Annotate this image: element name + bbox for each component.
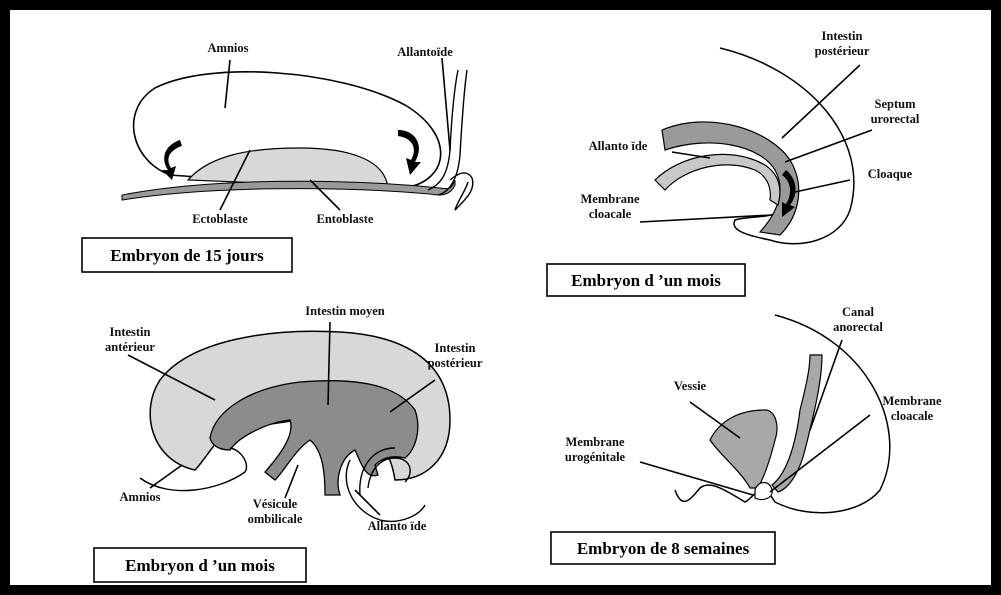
label-membrane-urogenitale-2: urogénitale [565, 450, 626, 464]
embryo-diagram: Amnios Allantoïde Ectoblaste Entoblaste … [10, 10, 995, 589]
caption-8-weeks: Embryon de 8 semaines [577, 539, 750, 558]
label-intestin-anterieur-2: antérieur [105, 340, 155, 354]
label-amnios: Amnios [208, 41, 249, 55]
label-intestin-anterieur-1: Intestin [110, 325, 151, 339]
caption-15-days: Embryon de 15 jours [110, 246, 264, 265]
hindgut-band [662, 122, 799, 235]
label-cloaque: Cloaque [868, 167, 913, 181]
label-amnios-b: Amnios [120, 490, 161, 504]
label-membrane-cloacale-1: Membrane [882, 394, 941, 408]
label-vesicule-1: Vésicule [253, 497, 298, 511]
label-vessie: Vessie [674, 379, 707, 393]
allantoide-band [655, 154, 780, 205]
label-membrane-1: Membrane [580, 192, 639, 206]
label-intestin-posterieur-1: Intestin [822, 29, 863, 43]
label-membrane-urogenitale-1: Membrane [565, 435, 624, 449]
label-allantoide-month: Allanto ïde [589, 139, 648, 153]
vessie-shape [710, 410, 777, 488]
label-allantoide: Allantoïde [397, 45, 453, 59]
label-septum-1: Septum [875, 97, 917, 111]
panel-15-days: Amnios Allantoïde Ectoblaste Entoblaste … [82, 41, 473, 272]
label-allantoide-b: Allanto ïde [368, 519, 427, 533]
label-membrane-2: cloacale [589, 207, 632, 221]
panel-one-month-a: Intestin postérieur Septum urorectal All… [547, 29, 920, 296]
label-canal-2: anorectal [833, 320, 883, 334]
panel-8-weeks: Canal anorectal Vessie Membrane cloacale… [551, 305, 942, 564]
label-membrane-cloacale-2: cloacale [891, 409, 934, 423]
label-intestin-posterieur-b2: postérieur [428, 356, 483, 370]
panel-one-month-b: Intestin moyen Intestin antérieur Intest… [94, 304, 483, 582]
label-intestin-posterieur-b1: Intestin [435, 341, 476, 355]
label-intestin-posterieur-2: postérieur [815, 44, 870, 58]
diagram-canvas: Amnios Allantoïde Ectoblaste Entoblaste … [8, 8, 993, 587]
label-vesicule-2: ombilicale [248, 512, 303, 526]
label-septum-2: urorectal [871, 112, 920, 126]
cloacal-bulge [755, 483, 772, 500]
label-canal-1: Canal [842, 305, 874, 319]
caption-one-month-b: Embryon d ’un mois [125, 556, 275, 575]
label-ectoblaste: Ectoblaste [192, 212, 248, 226]
label-entoblaste: Entoblaste [317, 212, 374, 226]
caption-one-month-a: Embryon d ’un mois [571, 271, 721, 290]
label-intestin-moyen: Intestin moyen [305, 304, 385, 318]
